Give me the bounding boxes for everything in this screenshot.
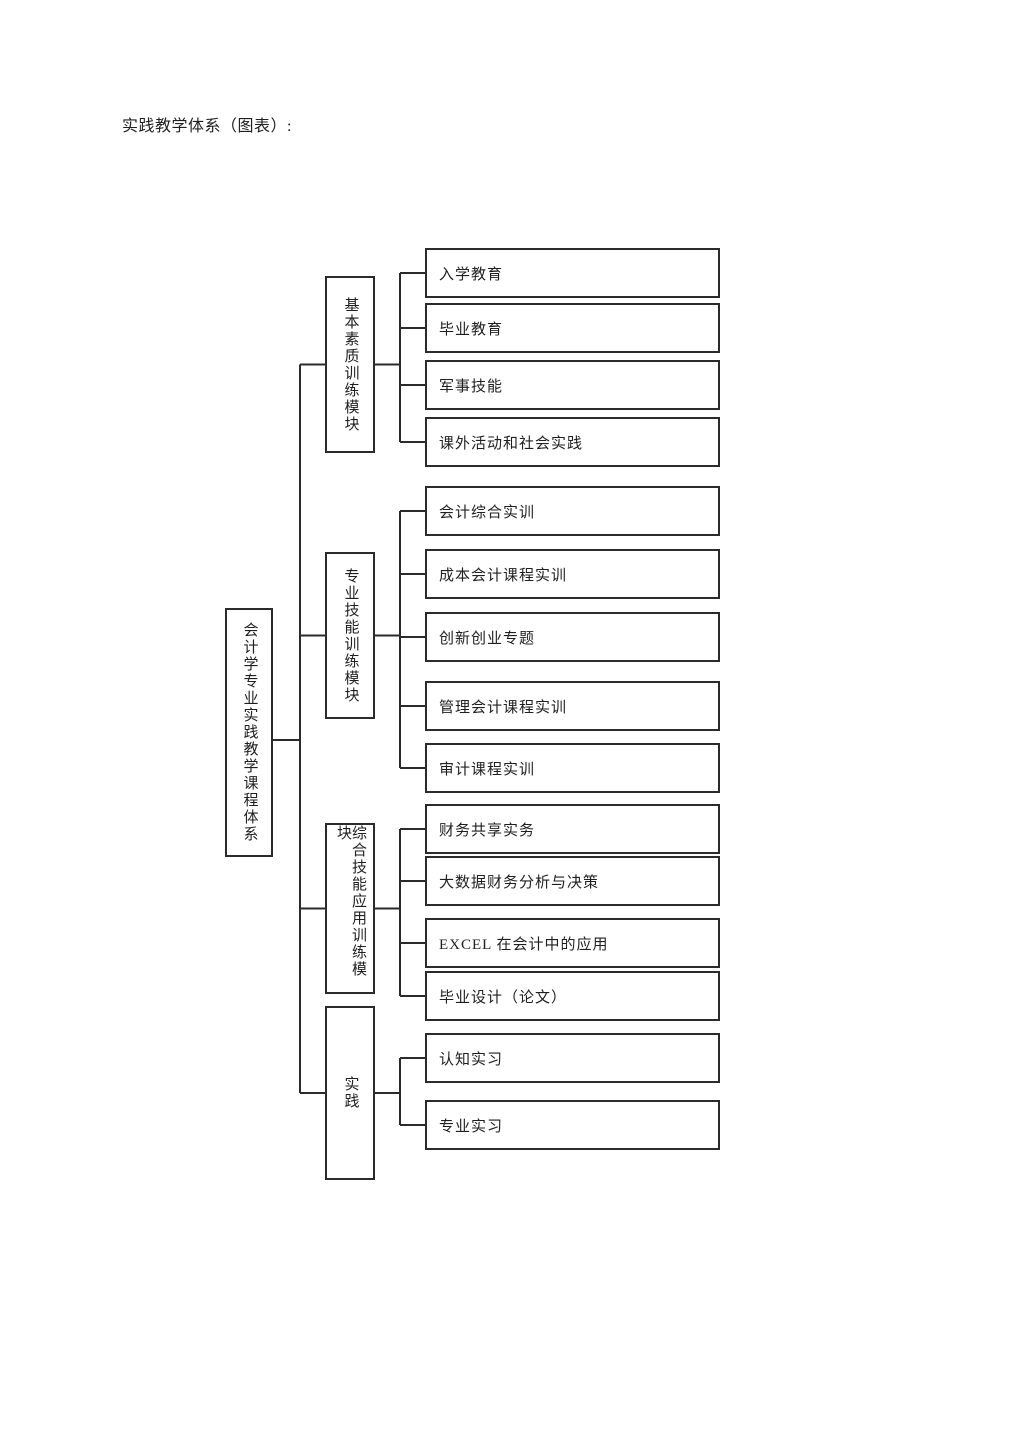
module-node-4: 实践 — [325, 1006, 375, 1180]
module-node-3: 综合技能应用训练模块 — [325, 823, 375, 994]
leaf-node: 会计综合实训 — [425, 486, 720, 536]
leaf-node: 成本会计课程实训 — [425, 549, 720, 599]
leaf-node: EXCEL 在会计中的应用 — [425, 918, 720, 968]
leaf-node: 管理会计课程实训 — [425, 681, 720, 731]
leaf-node: 毕业设计（论文） — [425, 971, 720, 1021]
leaf-node: 审计课程实训 — [425, 743, 720, 793]
leaf-node: 创新创业专题 — [425, 612, 720, 662]
leaf-node: 军事技能 — [425, 360, 720, 410]
leaf-node: 毕业教育 — [425, 303, 720, 353]
root-node: 会计学专业实践教学课程体系 — [225, 608, 273, 857]
module-node-1: 基本素质训练模块 — [325, 276, 375, 453]
leaf-node: 专业实习 — [425, 1100, 720, 1150]
leaf-node: 课外活动和社会实践 — [425, 417, 720, 467]
leaf-node: 认知实习 — [425, 1033, 720, 1083]
leaf-node: 入学教育 — [425, 248, 720, 298]
module-node-2: 专业技能训练模块 — [325, 552, 375, 719]
leaf-node: 财务共享实务 — [425, 804, 720, 854]
leaf-node: 大数据财务分析与决策 — [425, 856, 720, 906]
page-title: 实践教学体系（图表）: — [122, 118, 292, 135]
